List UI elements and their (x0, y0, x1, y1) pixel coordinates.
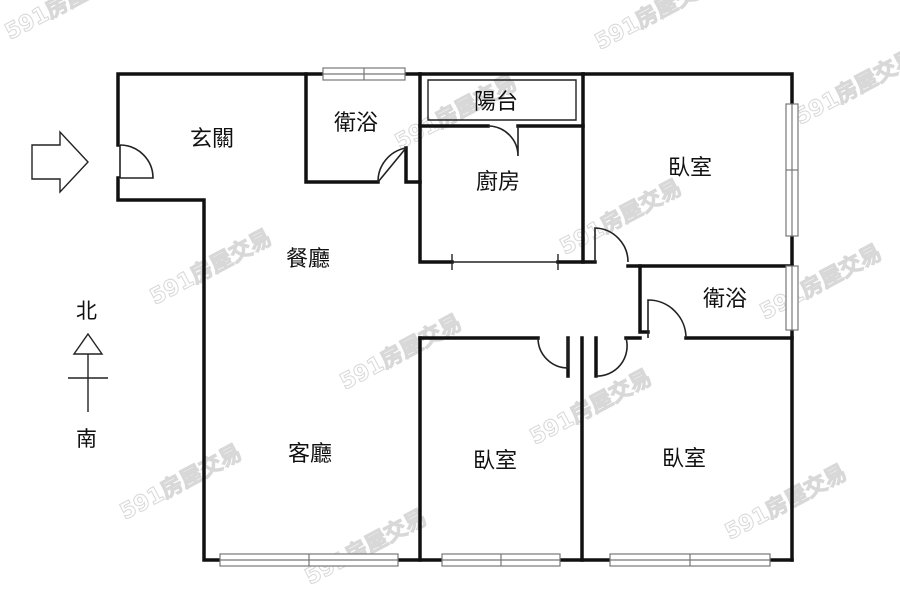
compass: 北 南 (68, 299, 108, 451)
watermark: 591房屋交易 (146, 224, 276, 310)
window-bedroom-sc (441, 553, 561, 567)
window-bath-north (322, 67, 406, 81)
room-label-bedroom-sc: 臥室 (473, 449, 517, 474)
door-entrance (119, 144, 154, 179)
door-kitchen (487, 125, 519, 157)
door-bath-north (377, 147, 407, 183)
room-label-bedroom-ne: 臥室 (668, 156, 712, 181)
window-bath-east (785, 265, 799, 331)
entry-arrow-icon (31, 130, 89, 194)
watermark: 591房屋交易 (1, 0, 131, 45)
watermark: 591房屋交易 (336, 309, 466, 395)
doors (119, 125, 687, 377)
door-bath-east (647, 299, 687, 339)
door-bedroom-ne (594, 227, 629, 263)
windows (219, 67, 799, 567)
watermark: 591房屋交易 (116, 439, 246, 525)
interior-walls (304, 72, 794, 562)
room-label-balcony: 陽台 (474, 90, 518, 115)
room-labels: 玄關 衛浴 陽台 廚房 臥室 餐廳 衛浴 客廳 臥室 臥室 (190, 90, 747, 474)
watermark: 591房屋交易 (301, 504, 431, 590)
compass-north: 北 (76, 299, 97, 323)
room-label-entrance: 玄關 (190, 127, 234, 152)
room-label-bedroom-se: 臥室 (662, 447, 706, 472)
watermark: 591房屋交易 (756, 239, 886, 325)
window-bedroom-se (609, 553, 771, 567)
door-bedroom-se (595, 337, 628, 377)
outer-walls (116, 72, 794, 562)
room-label-dining: 餐廳 (286, 247, 330, 272)
watermark: 591房屋交易 (556, 174, 686, 260)
room-label-bath-east: 衛浴 (703, 287, 747, 312)
watermark: 591房屋交易 (591, 0, 721, 55)
room-label-bath-north: 衛浴 (334, 111, 378, 136)
room-label-living: 客廳 (288, 442, 332, 467)
door-bedroom-sc (537, 337, 569, 369)
window-living (219, 553, 399, 567)
window-bedroom-ne (785, 103, 799, 237)
watermark: 591房屋交易 (721, 459, 851, 545)
watermark: 591房屋交易 (526, 364, 656, 450)
watermark: 591房屋交易 (791, 44, 900, 130)
room-label-kitchen: 廚房 (476, 170, 520, 195)
north-arrow-icon (72, 332, 104, 355)
compass-south: 南 (76, 427, 97, 451)
